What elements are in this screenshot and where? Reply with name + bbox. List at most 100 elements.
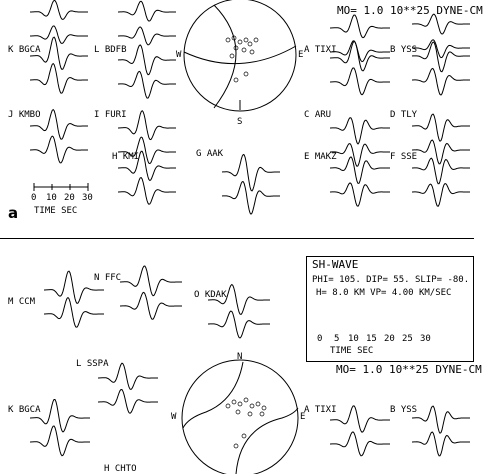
seismogram-trace [44,270,104,304]
seismogram-trace [118,0,176,22]
seismogram-trace [118,177,176,205]
station-label: B YSS [390,45,418,55]
waveform-traces [30,0,470,457]
seismogram-trace [330,40,390,63]
scale-tick-label: 20 [64,193,75,203]
seismogram-trace [98,362,158,390]
station-label: J KMBO [8,110,41,120]
seismogram-trace [208,310,270,339]
seismogram-trace [118,136,176,165]
seismogram-trace [30,25,88,45]
moment-label-b: MO= 1.0 10**25 DYNE-CM [336,363,482,376]
moment-label-a: MO= 1.0 10**25 DYNE-CM [337,4,483,17]
station-symbol [253,37,259,43]
focal-circle-b [181,359,299,474]
focal-sphere-a [183,0,297,112]
inset-tick-label: 10 [348,334,359,344]
inset-params: PHI= 105. DIP= 55. SLIP= -80. [312,275,470,285]
station-label: F SSE [390,152,418,162]
seismogram-trace [330,143,390,167]
inset-title: SH-WAVE [312,258,359,271]
station-symbol [235,409,241,415]
seismogram-trace [330,182,390,207]
seismogram-trace [330,67,390,96]
inset-depth: H= 8.0 KM VP= 4.00 KM/SEC [316,288,452,298]
station-symbol [233,443,239,449]
seismogram-trace [412,183,470,207]
seismogram-trace [330,431,390,457]
nodal-plane-b1 [182,361,244,429]
focal-label-w: W [176,50,182,60]
seismogram-trace [118,109,176,141]
seismogram-trace [330,117,390,145]
seismogram-trace [30,425,90,457]
station-symbol [247,411,253,417]
station-label: M CCM [8,297,36,307]
seismogram-trace [120,291,182,320]
seismogram-trace [411,41,470,73]
seismogram-trace [330,405,390,433]
station-symbol [259,411,265,417]
station-symbol [241,47,247,53]
panel-letter-a: a [8,204,19,222]
seismogram-trace [221,153,280,192]
time-scale-bar [33,183,89,191]
scale-tick-label: 10 [46,193,57,203]
focal-label-e: E [298,50,304,60]
seismogram-trace [330,156,390,184]
seismogram-trace [412,13,470,35]
seismogram-trace [330,14,390,39]
station-label: H KMI [112,152,140,162]
station-label: B YSS [390,405,418,415]
station-symbol [243,71,249,77]
seismogram-trace [30,399,90,433]
station-symbol [249,49,255,55]
seismogram-trace [412,113,470,142]
inset-tick-label: 25 [402,334,413,344]
station-symbol [231,35,237,41]
scale-tick-label: 0 [31,193,37,203]
station-symbol [241,433,247,439]
seismogram-trace [412,157,470,185]
seismogram-trace [221,181,280,215]
station-symbol [237,39,243,45]
seismogram-trace [208,283,270,315]
station-label: L BDFB [94,45,127,55]
focal-sphere-b [181,359,299,474]
inset-tick-label: 0 [317,334,323,344]
sh-wave-inset [306,256,474,362]
seismogram-trace [44,296,104,328]
station-label: C ARU [304,110,332,120]
seismogram-trace [30,108,88,140]
station-label: A TIXI [304,45,337,55]
station-symbol [229,53,235,59]
seismogram-trace [30,36,88,70]
inset-tick-label: 20 [384,334,395,344]
station-symbol [255,401,261,407]
station-label: A TIXI [304,405,337,415]
station-symbol [237,401,243,407]
nodal-plane-b2 [235,407,299,474]
seismogram-trace [120,265,182,297]
focal-label-e: E [300,412,306,422]
seismogram-trace [30,0,88,21]
station-symbol [243,37,249,43]
focal-label-n: N [237,352,243,362]
station-label: D TLY [390,110,418,120]
station-symbol [249,403,255,409]
station-label: K BGCA [8,405,41,415]
station-symbol [233,77,239,83]
focal-label-w: W [171,412,177,422]
panel-separator [0,238,474,239]
seismogram-trace [30,62,88,94]
nodal-plane-a2 [183,45,297,65]
seismogram-trace [117,44,176,76]
station-symbol [261,405,267,411]
focal-circle-a [183,0,297,112]
station-symbol [225,37,231,43]
seismogram-trace [412,139,470,165]
seismogram-trace [412,39,470,59]
station-symbol [231,399,237,405]
station-symbols [225,35,267,449]
